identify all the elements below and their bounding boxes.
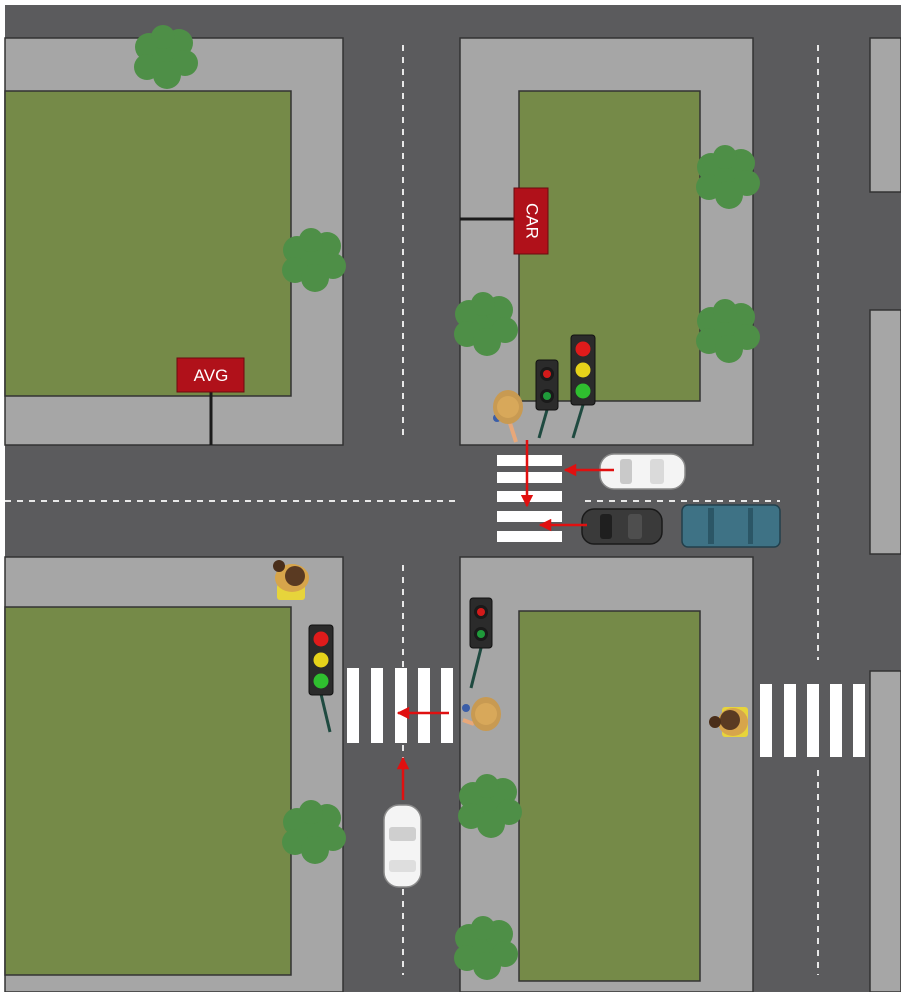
block-sidewalk-far-right-2 [870,310,901,554]
car-sign-label: CAR [523,203,542,239]
car-icon [682,505,780,547]
car-icon [600,454,685,489]
car-icon [384,805,421,887]
block-sidewalk-far-right-1 [870,38,901,192]
grass-bottom-left [5,607,291,975]
car-icon [582,509,662,544]
avg-sign-label: AVG [194,366,229,385]
grass-top-left [5,91,291,396]
grass-bottom-right [519,611,700,981]
block-sidewalk-far-right-3 [870,671,901,992]
